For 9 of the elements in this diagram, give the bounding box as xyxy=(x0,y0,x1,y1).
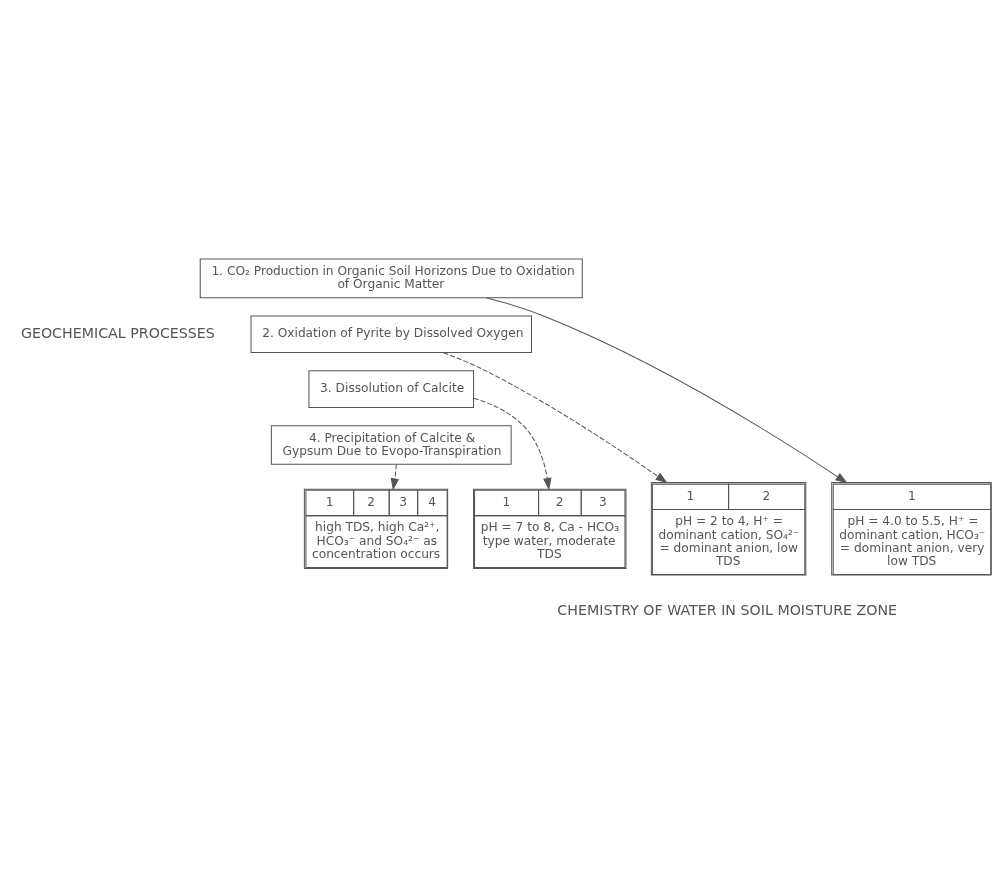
arrow xyxy=(485,297,848,484)
arrow xyxy=(390,464,400,491)
node-box: 4. Precipitation of Calcite & Gypsum Due to Evopo-Transpiration xyxy=(270,425,512,465)
label: GEOCHEMICAL PROCESSES xyxy=(20,325,215,342)
arrow xyxy=(473,397,552,491)
node-box: 2. Oxidation of Pyrite by Dissolved Oxygen xyxy=(250,315,532,354)
node-box: 1. CO₂ Production in Organic Soil Horizons Due to Oxidation of Organic Matter xyxy=(199,258,583,299)
label: CHEMISTRY OF WATER IN SOIL MOISTURE ZONE xyxy=(557,602,898,619)
node-box: 3. Dissolution of Calcite xyxy=(308,370,475,408)
